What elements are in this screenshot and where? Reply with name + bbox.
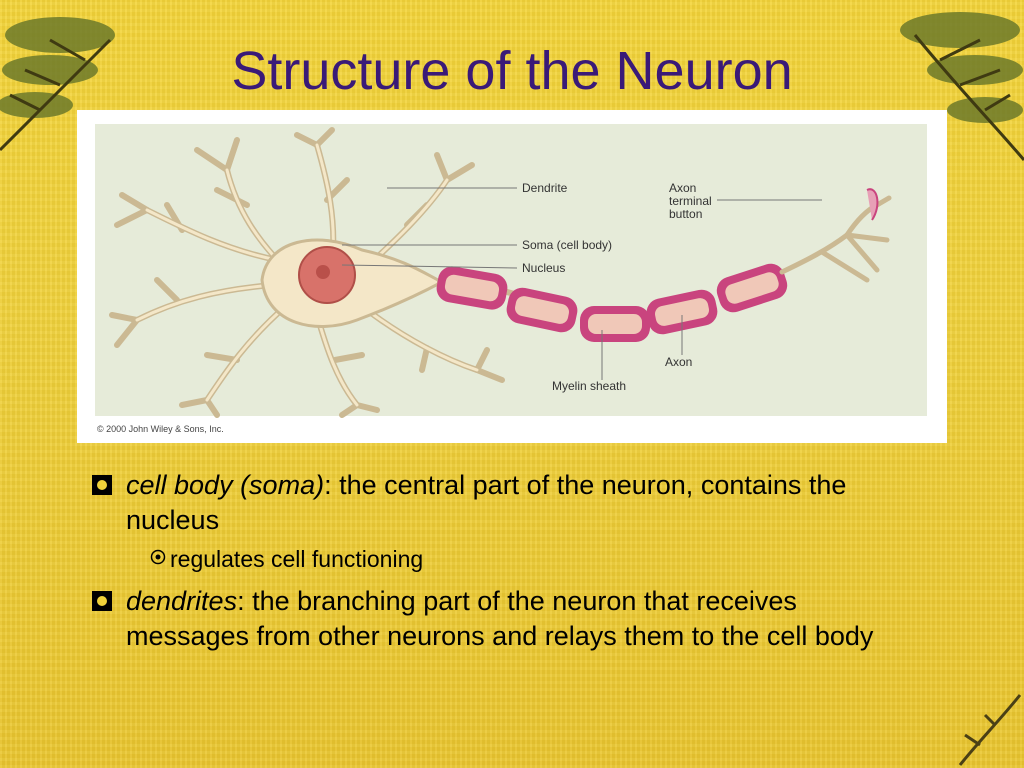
bullet-item-cell-body: cell body (soma): the central part of th… (90, 468, 920, 538)
bullet-term: dendrites (126, 586, 238, 616)
label-nucleus: Nucleus (522, 261, 565, 275)
pine-branch-top-right-icon (900, 12, 1024, 161)
label-axon-terminal-1: Axon (669, 181, 696, 195)
bullet-text: : the central part of the neuron, contai… (126, 470, 847, 535)
slide-title: Structure of the Neuron (231, 41, 793, 101)
label-axon: Axon (665, 355, 692, 369)
label-dendrite: Dendrite (522, 181, 568, 195)
axon-terminal-button (866, 188, 879, 221)
label-soma: Soma (cell body) (522, 238, 612, 252)
bullet-item-dendrites: dendrites: the branching part of the neu… (90, 584, 920, 654)
bullet-text: : the branching part of the neuron that … (126, 586, 874, 651)
sub-bullet-item: regulates cell functioning (90, 544, 920, 574)
pine-branch-top-left-icon (0, 17, 115, 152)
neuron-diagram: Dendrite Soma (cell body) Nucleus Axon t… (77, 110, 947, 443)
hollow-square-bullet-icon (92, 591, 112, 611)
label-axon-terminal-2: terminal (669, 194, 712, 208)
hollow-square-bullet-icon (92, 475, 112, 495)
target-circle-bullet-icon (150, 549, 166, 565)
sub-bullet-text: regulates cell functioning (170, 546, 424, 572)
figure-copyright: © 2000 John Wiley & Sons, Inc. (97, 424, 224, 434)
label-axon-terminal-3: button (669, 207, 702, 221)
twig-bottom-right-icon (958, 694, 1022, 766)
myelin-sheath (436, 263, 788, 342)
bullet-term: cell body (soma) (126, 470, 325, 500)
bullet-list: cell body (soma): the central part of th… (90, 468, 920, 660)
label-myelin-sheath: Myelin sheath (552, 379, 626, 393)
